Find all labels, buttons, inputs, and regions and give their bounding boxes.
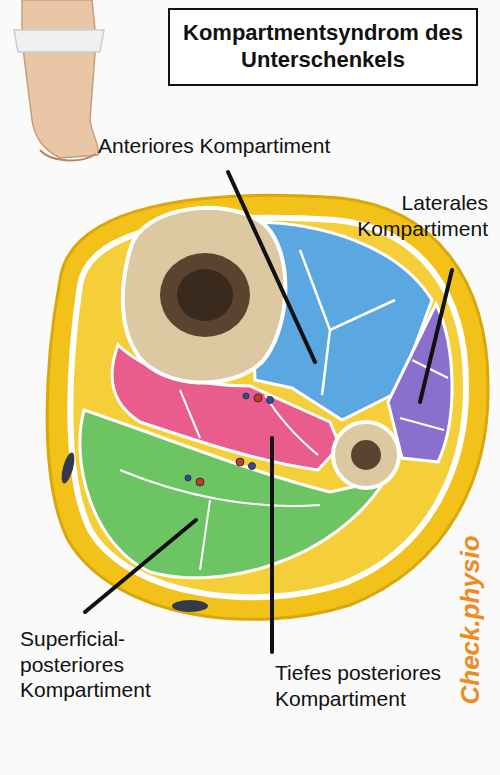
compartment-label: Laterales Kompartiment bbox=[330, 190, 488, 241]
vessels bbox=[59, 393, 273, 612]
leg-icon bbox=[14, 0, 104, 160]
title-box: Kompartmentsyndrom des Unterschenkels bbox=[168, 8, 478, 86]
diagram-title: Kompartmentsyndrom des Unterschenkels bbox=[182, 20, 464, 74]
compartment-label: Superficial-posteriores Kompartiment bbox=[20, 626, 180, 703]
compartment-label: Anteriores Kompartiment bbox=[98, 133, 428, 159]
watermark: Check.physio bbox=[453, 528, 487, 712]
compartment-label: Tiefes posteriores Kompartiment bbox=[275, 660, 445, 711]
leader-lines bbox=[85, 172, 452, 652]
